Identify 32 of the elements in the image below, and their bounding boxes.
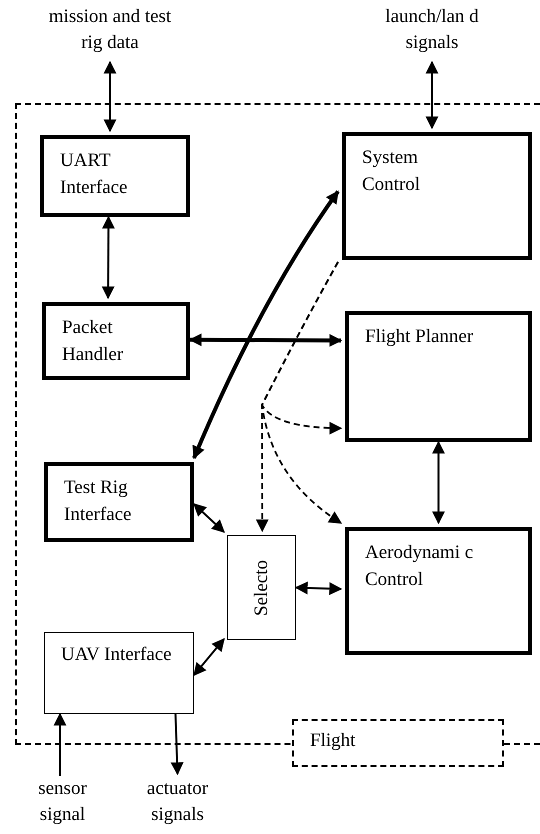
module-box: [40, 135, 190, 217]
module-label: UAV Interface: [61, 643, 173, 667]
signal-label: actuator signals: [125, 776, 230, 828]
arrow: [193, 638, 225, 676]
signal-label: launch/lan d signals: [380, 4, 484, 60]
module-box: [44, 632, 194, 714]
arrow: [432, 440, 445, 524]
arrow: [425, 60, 438, 130]
arrow: [193, 503, 225, 533]
arrow: [294, 581, 342, 596]
arrow: [54, 712, 66, 776]
module-box: [345, 527, 532, 655]
module-label: Packet Handler: [62, 316, 124, 367]
module-box: [342, 132, 532, 260]
module-label: Selecto: [250, 560, 272, 616]
module-label: Aerodynami c Control: [365, 541, 474, 592]
module-label: Test Rig Interface: [64, 476, 132, 527]
module-label: System Control: [362, 146, 422, 197]
boundary-label: Flight: [292, 719, 504, 767]
arrow: [188, 333, 342, 347]
module-box: [42, 302, 190, 380]
module-label: Flight Planner: [365, 325, 474, 349]
arrow: [170, 714, 184, 776]
module-label: UART Interface: [60, 149, 128, 200]
module-box: [345, 311, 532, 442]
arrow: [104, 60, 116, 132]
signal-label: sensor signal: [20, 776, 105, 828]
selector-box: [227, 535, 296, 640]
arrow: [192, 190, 340, 460]
signal-label: mission and test rig data: [40, 4, 180, 60]
arrow: [102, 216, 115, 300]
module-box: [44, 462, 194, 542]
